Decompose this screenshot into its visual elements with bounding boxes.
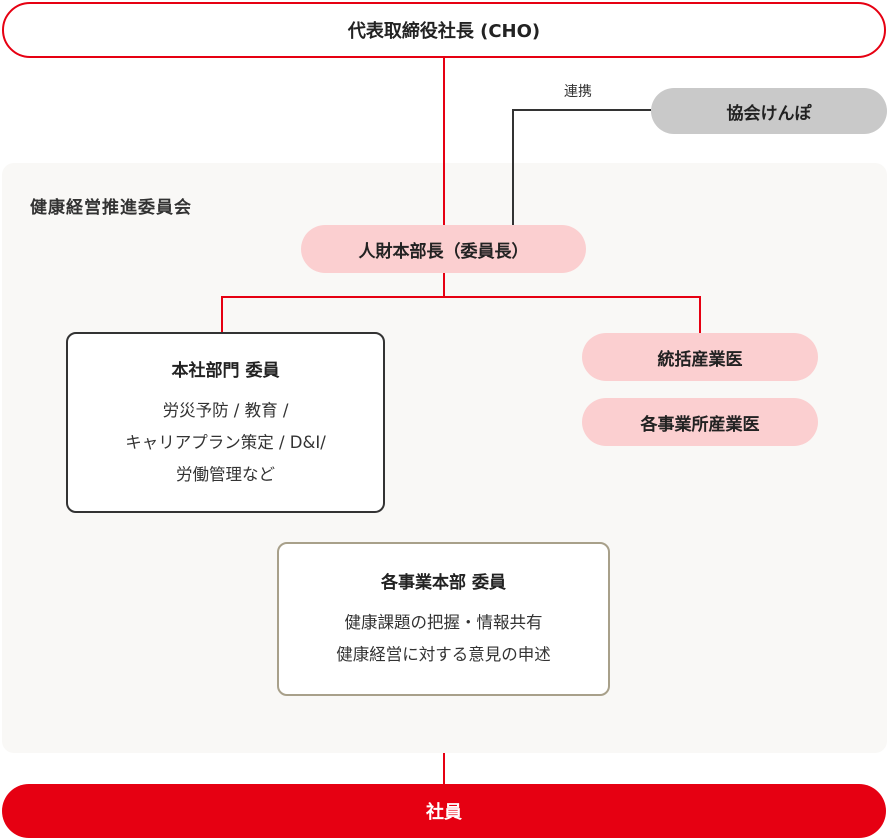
hq-card-line: 労災予防 / 教育 / (162, 401, 289, 420)
hq-card-line: キャリアプラン策定 / D&I/ (125, 433, 326, 452)
cho-box: 代表取締役社長 (CHO) (2, 2, 886, 58)
business-members-card: 各事業本部 委員 健康課題の把握・情報共有 健康経営に対する意見の申述 (277, 542, 610, 696)
kenpo-pill: 協会けんぽ (651, 88, 887, 134)
line-chair-branch (221, 273, 701, 333)
site-doctor-label: 各事業所産業医 (640, 414, 760, 435)
line-kenpo-to-chair (512, 109, 651, 225)
hq-card-line: 労働管理など (176, 465, 275, 484)
employees-label: 社員 (426, 802, 462, 823)
chair-label: 人財本部長（委員長） (358, 241, 529, 262)
committee-title: 健康経営推進委員会 (30, 198, 192, 218)
kenpo-label: 協会けんぽ (726, 103, 812, 124)
cho-label: 代表取締役社長 (CHO) (347, 21, 541, 42)
chief-doctor-pill: 統括産業医 (582, 333, 818, 381)
chief-doctor-label: 統括産業医 (657, 349, 743, 370)
hq-card-title: 本社部門 委員 (171, 361, 280, 381)
employees-box: 社員 (2, 784, 886, 838)
hq-members-card: 本社部門 委員 労災予防 / 教育 / キャリアプラン策定 / D&I/ 労働管… (66, 332, 385, 513)
chair-pill: 人財本部長（委員長） (301, 225, 586, 273)
business-card-line: 健康課題の把握・情報共有 (344, 613, 543, 632)
business-card-line: 健康経営に対する意見の申述 (336, 645, 551, 664)
business-card-title: 各事業本部 委員 (381, 573, 506, 593)
link-label: 連携 (564, 84, 592, 100)
site-doctor-pill: 各事業所産業医 (582, 398, 818, 446)
